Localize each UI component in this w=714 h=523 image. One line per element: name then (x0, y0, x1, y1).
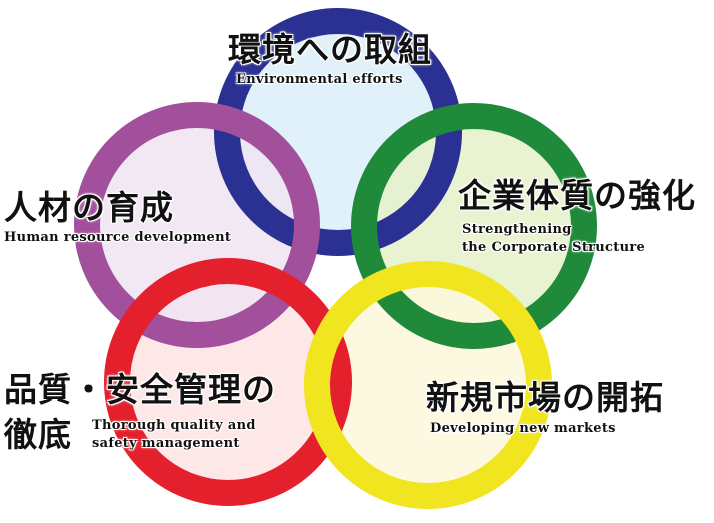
ring-strokes (74, 8, 597, 509)
label-quality-en-line1: Thorough quality and (92, 418, 256, 433)
label-corporate-jp: 企業体質の強化 (458, 176, 696, 215)
label-environment-jp: 環境への取組 (228, 30, 432, 69)
label-environment-en: Environmental efforts (236, 72, 403, 87)
ring-markets (304, 261, 552, 509)
label-quality-en-line2: safety management (92, 436, 240, 451)
label-corporate-en-line2: the Corporate Structure (462, 240, 646, 255)
label-quality-jp-line2: 徹底 (4, 415, 72, 454)
label-markets-jp: 新規市場の開拓 (426, 378, 664, 417)
ring-human (74, 102, 320, 348)
label-human-jp: 人材の育成 (4, 188, 174, 227)
label-quality-jp-line1: 品質・安全管理の (4, 370, 276, 409)
label-human-en: Human resource development (4, 230, 232, 245)
ring-quality (104, 258, 352, 506)
label-markets-en: Developing new markets (430, 421, 616, 436)
ring-corporate (351, 103, 597, 349)
label-corporate-en-line1: Strengthening (462, 222, 572, 237)
